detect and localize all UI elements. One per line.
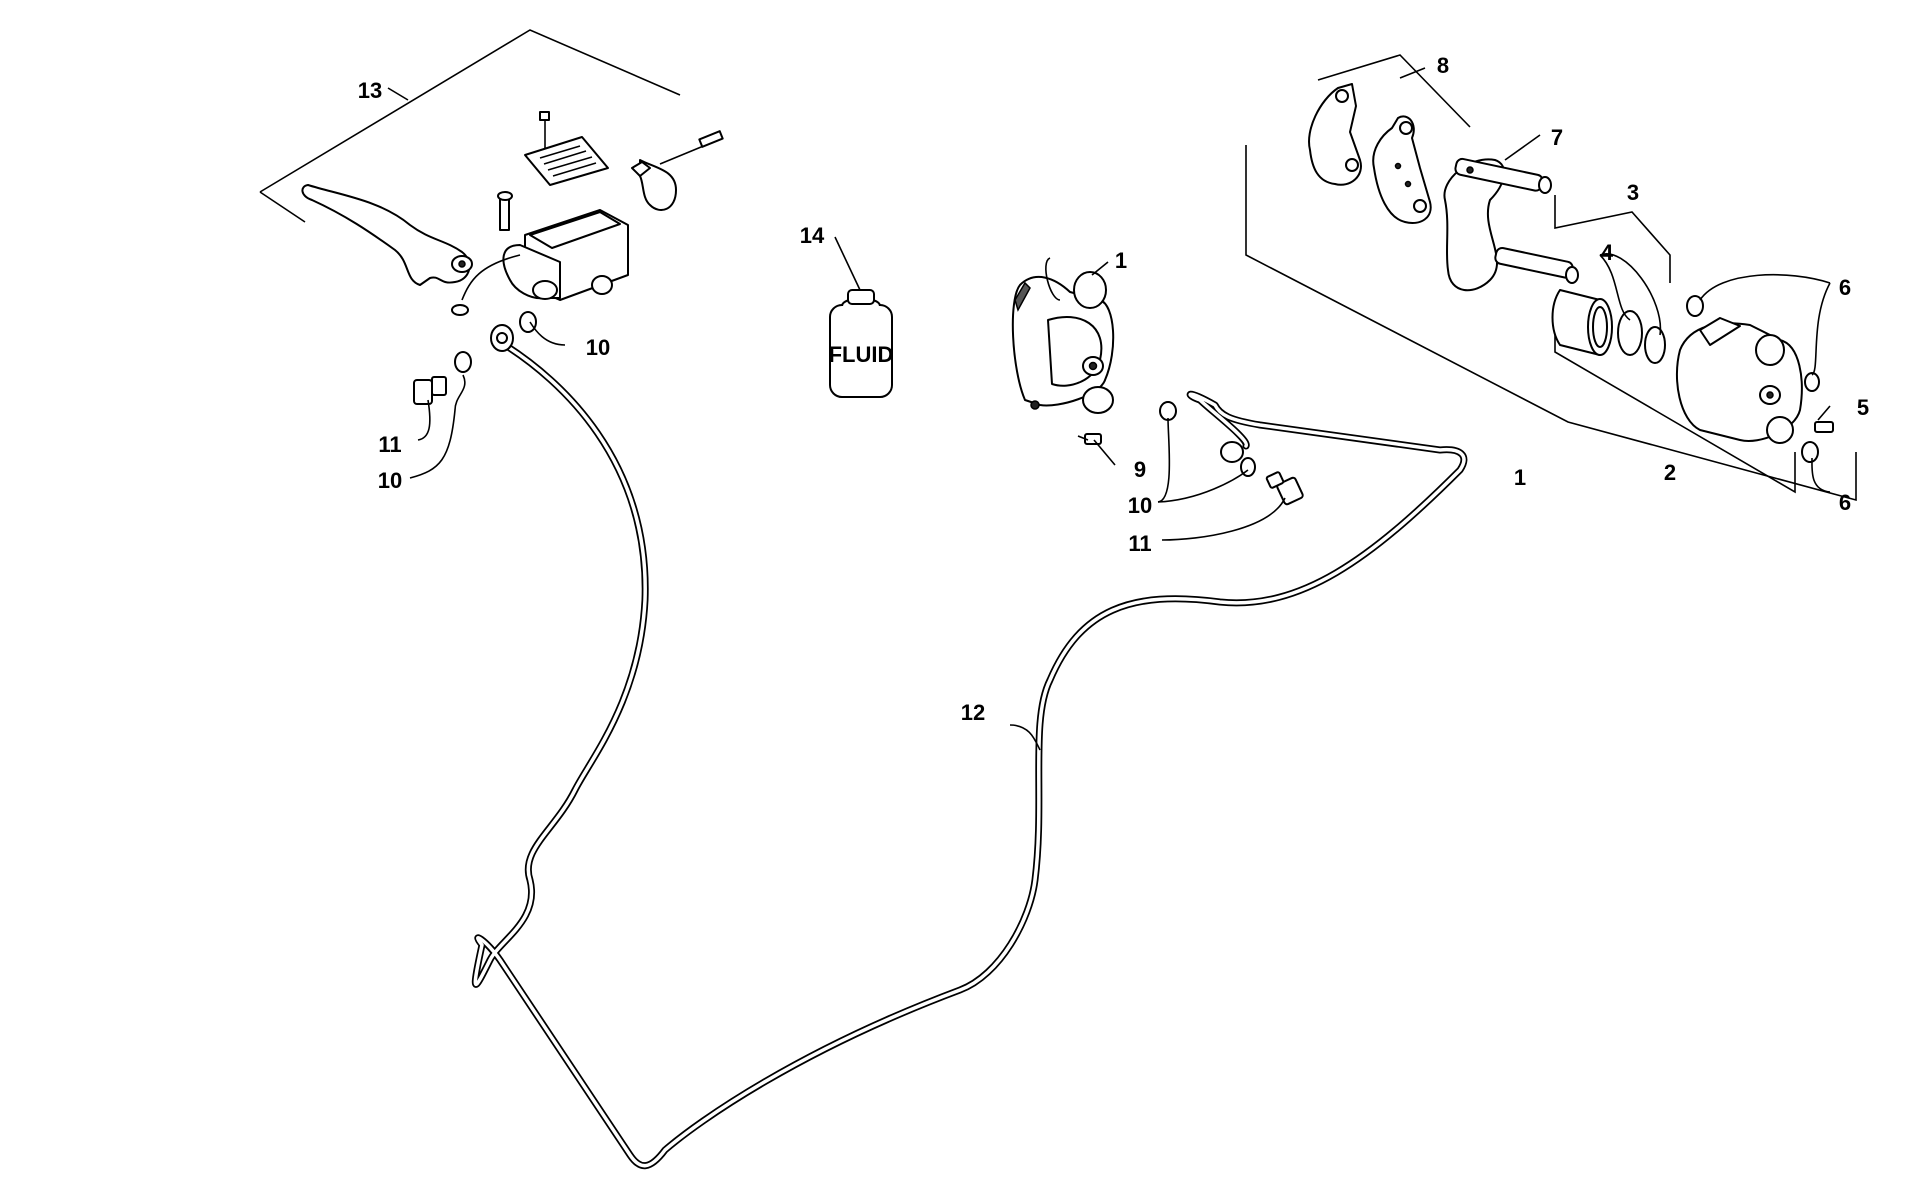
callout-9: 9: [1134, 457, 1146, 482]
callout-10-caliper: 10: [1128, 493, 1152, 518]
washer-caliper-1: [1159, 401, 1177, 421]
callout-4: 4: [1601, 240, 1614, 265]
callout-10-master-lower: 10: [378, 468, 402, 493]
caliper-body: [1676, 317, 1803, 444]
callout-14: 14: [800, 223, 825, 248]
bleeder-screw: [1814, 421, 1834, 433]
callout-13: 13: [358, 78, 382, 103]
brake-pad-outer: [1308, 83, 1362, 186]
hose-fitting-caliper: [1220, 441, 1244, 463]
callout-3: 3: [1627, 180, 1639, 205]
callout-11-caliper: 11: [1128, 531, 1151, 556]
callout-10-master: 10: [586, 335, 610, 360]
fluid-bottle-label: FLUID: [829, 342, 894, 367]
washer-right-top-2: [1804, 372, 1820, 392]
brake-lever: [301, 184, 473, 286]
brake-hose: [471, 341, 1468, 1170]
callout-2: 2: [1664, 460, 1676, 485]
caliper-mount-screw: [1077, 433, 1102, 445]
caliper-bracket: [1443, 157, 1579, 292]
callout-7: 7: [1551, 125, 1563, 150]
washer-right-bottom: [1801, 441, 1819, 463]
callout-5: 5: [1857, 395, 1869, 420]
caliper-piston: [1551, 289, 1613, 356]
washer-caliper-2: [1240, 457, 1256, 477]
callout-8: 8: [1437, 53, 1449, 78]
brake-pad-inner: [1372, 115, 1432, 224]
banjo-bolt-caliper: [1265, 471, 1304, 506]
washer-master-1: [454, 351, 472, 373]
hose-fitting-master: [490, 324, 514, 352]
callout-1-left: 1: [1115, 248, 1127, 273]
lever-assembly-bracket: [259, 29, 681, 223]
piston-seal-1: [1617, 310, 1643, 356]
callout-1-right: 1: [1514, 465, 1526, 490]
callout-6-top: 6: [1839, 275, 1851, 300]
callout-11-master: 11: [378, 432, 401, 457]
callout-numbers: 13 14 1 1 8 7 3 4 2 6 6 5 9 10 11 10 10 …: [358, 53, 1869, 725]
reservoir-cover-plate: [524, 111, 609, 186]
washer-right-top-1: [1686, 295, 1704, 317]
brake-fluid-bottle: FLUID: [829, 289, 894, 398]
banjo-bolt-master: [413, 376, 447, 405]
caliper-left: [1011, 271, 1115, 414]
master-cylinder: [451, 191, 629, 316]
callout-12: 12: [961, 700, 985, 725]
piston-seal-2: [1644, 326, 1666, 364]
washer-master-2: [519, 311, 537, 333]
handlebar-clamp: [631, 130, 724, 211]
callout-6-bottom: 6: [1839, 490, 1851, 515]
leader-lines: [387, 67, 1831, 751]
